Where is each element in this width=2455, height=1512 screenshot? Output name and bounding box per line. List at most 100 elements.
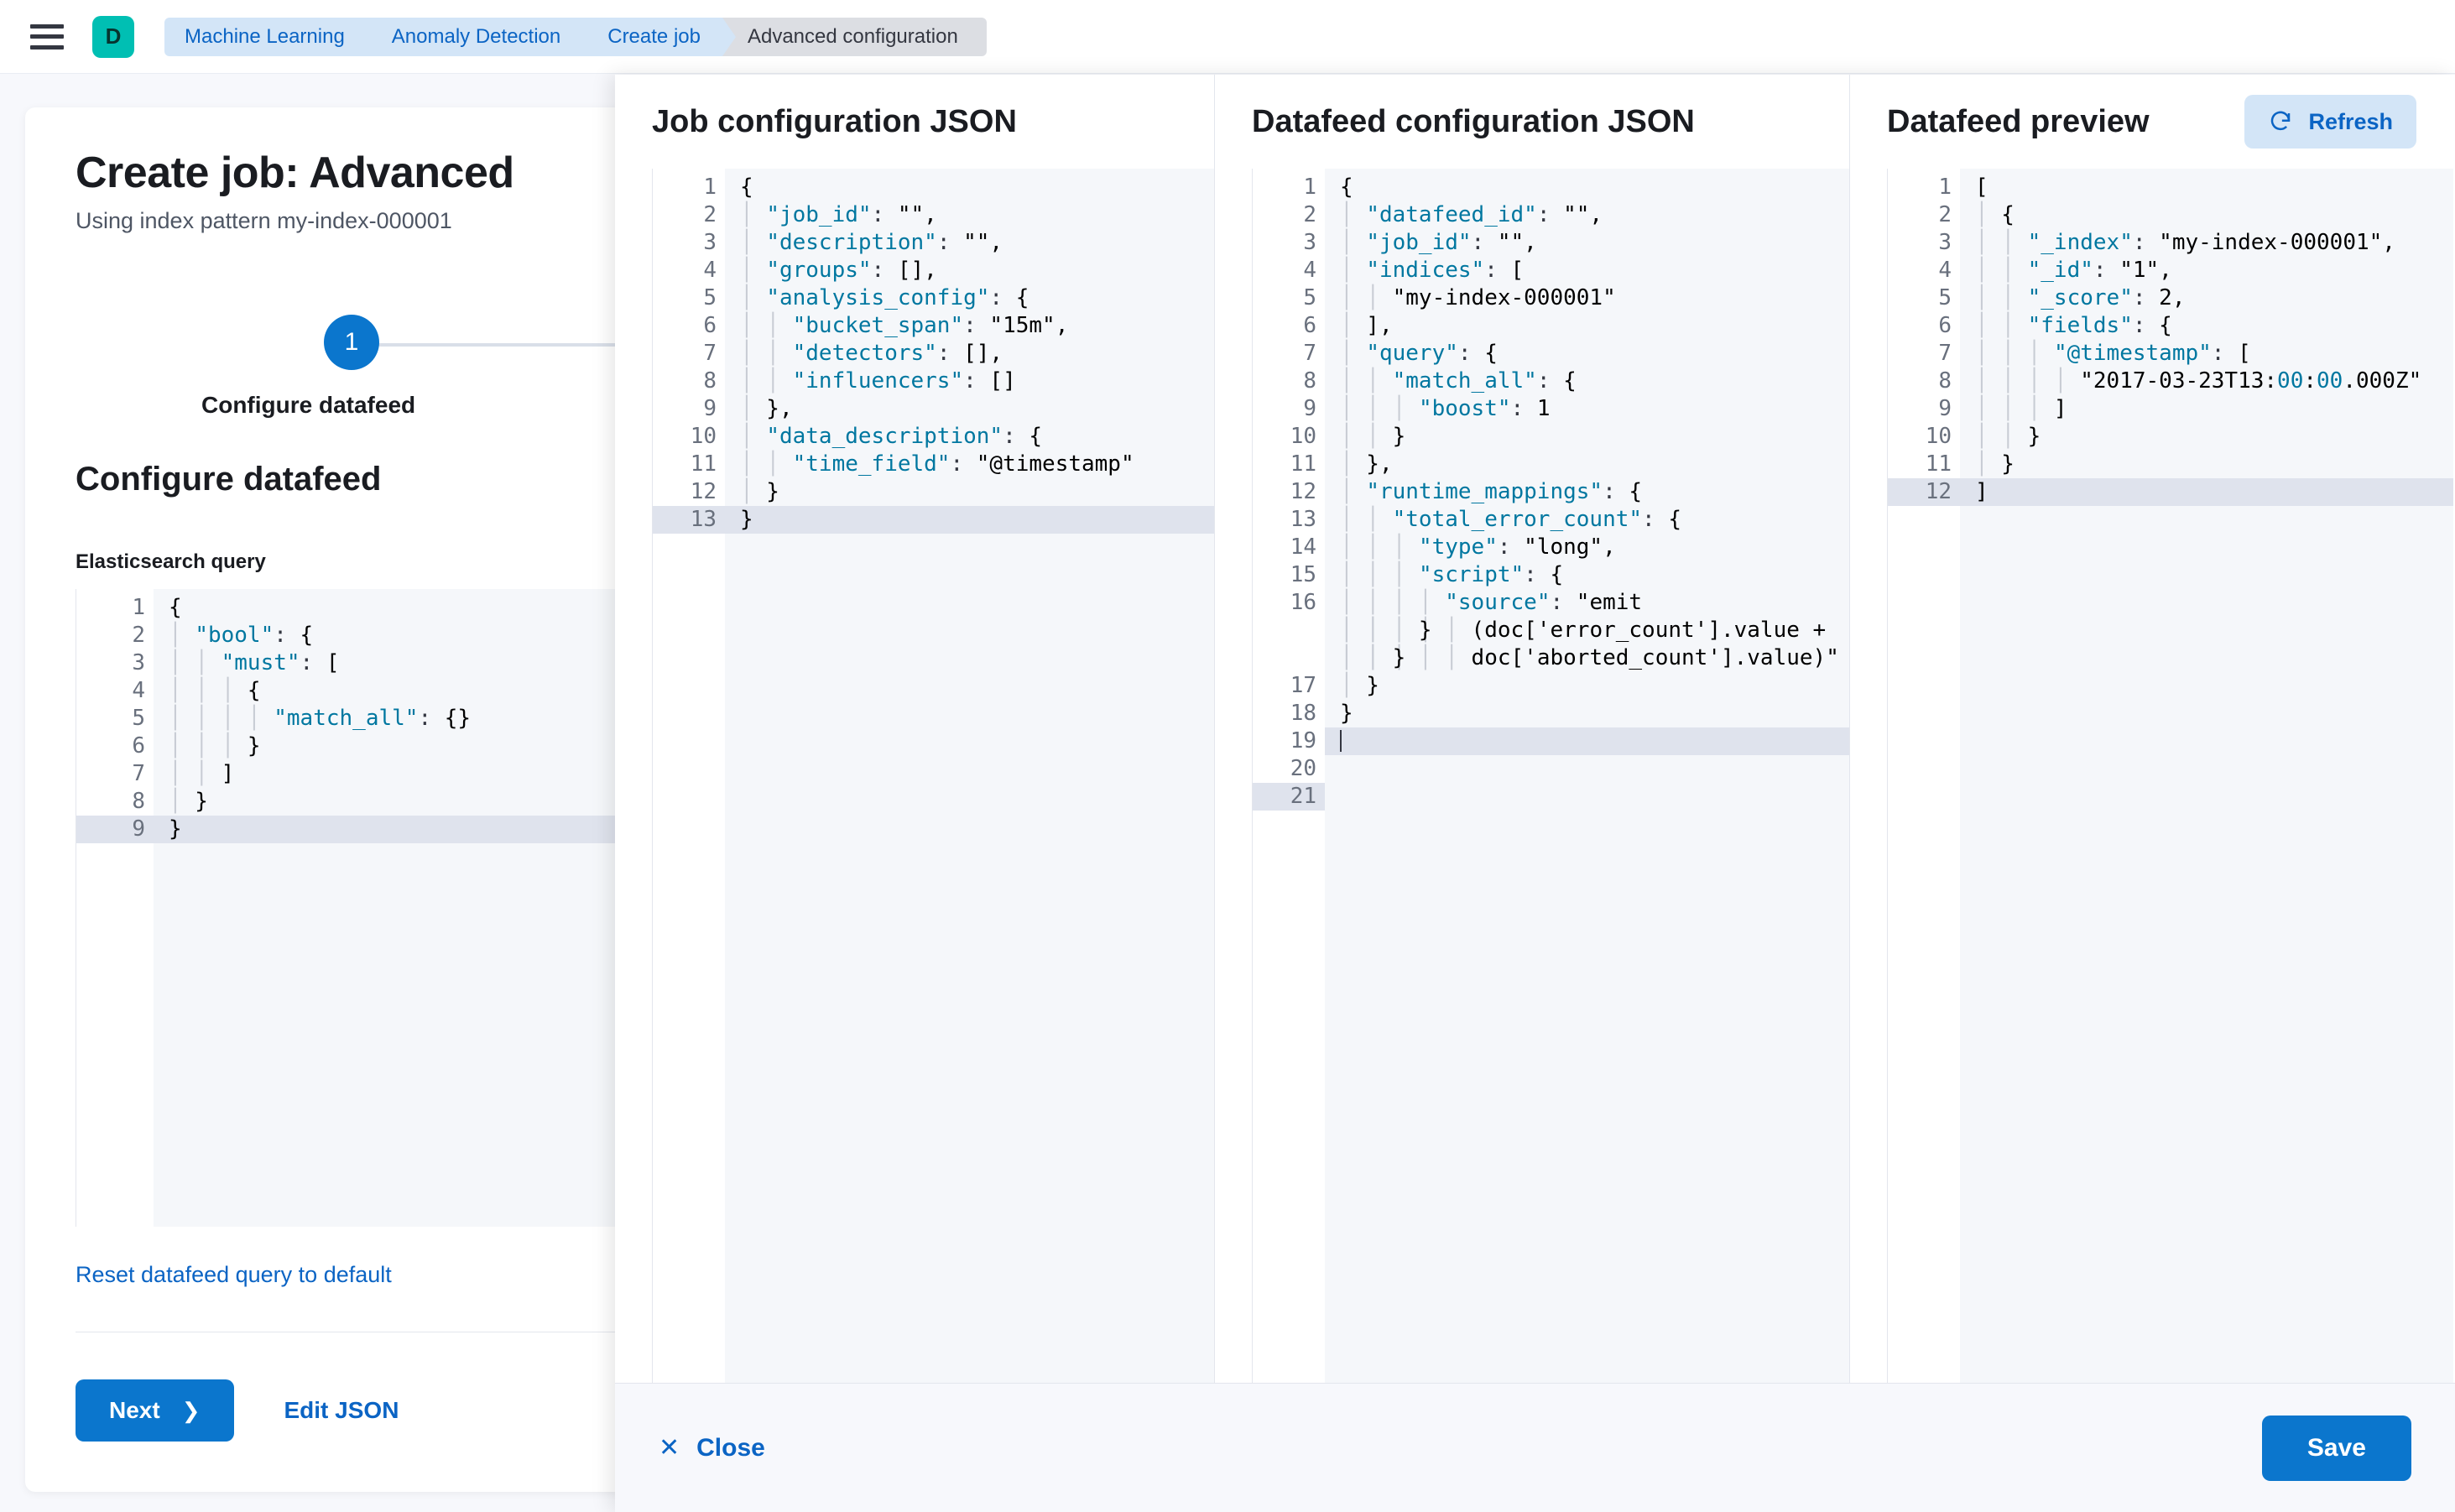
breadcrumb-item-anomaly-detection[interactable]: Anomaly Detection [366,17,597,56]
code-line: ] [1960,478,2453,506]
line-number: 20 [1290,756,1316,781]
editor-code[interactable]: {│ "job_id": "",│ "description": "",│ "g… [725,169,1214,1383]
line-number: 17 [1290,673,1316,698]
code-line: │ "bool": { [169,623,314,648]
code-line: │ }, [1340,451,1393,477]
code-line: │ │ │ "boost": 1 [1340,396,1551,421]
refresh-icon [2271,111,2291,131]
line-number: 14 [1290,534,1316,560]
line-number: 6 [1888,312,1975,340]
code-line: │ } [1975,451,2015,477]
editor-code[interactable]: {│ "datafeed_id": "",│ "job_id": "",│ "i… [1325,169,1849,1383]
line-number: 1 [1888,174,1975,201]
code-line: │ │ "bucket_span": "15m", [740,313,1069,338]
line-number: 16 [1290,590,1316,615]
line-number: 4 [1253,257,1340,284]
line-number: 6 [132,733,145,759]
next-button-label: Next [109,1397,160,1423]
code-line: │ "groups": [], [740,258,937,283]
line-number: 7 [1253,340,1340,368]
line-number: 21 [1253,783,1325,811]
code-line: │ │ "_index": "my-index-000001", [1975,230,2395,255]
code-line: │ "description": "", [740,230,1003,255]
line-number: 9 [1938,396,1952,421]
code-line: │ │ │ │ "match_all": {} [169,706,472,731]
breadcrumb-label: Machine Learning [185,24,345,48]
refresh-button[interactable]: Refresh [2244,95,2416,149]
line-number: 4 [1938,258,1952,283]
breadcrumb: Machine Learning Anomaly Detection Creat… [164,17,987,56]
line-number: 8 [132,789,145,814]
line-number: 10 [1925,424,1952,449]
code-line: │ │ } [1340,645,1406,670]
code-line: │ "query": { [1340,341,1498,366]
line-number: 2 [1303,202,1316,227]
code-line: │ │ "_score": 2, [1975,285,2186,310]
code-line: │ ], [1340,313,1393,338]
space-avatar[interactable]: D [92,15,134,58]
line-number: 9 [76,816,154,843]
page-subtitle: Using index pattern my-index-000001 [76,208,452,233]
code-line [1325,727,1849,755]
wizard-actions: Next ❯ Edit JSON [76,1379,940,1442]
code-line: │ "analysis_config": { [740,285,1029,310]
code-line: │ │ │ } [1340,618,1432,643]
breadcrumb-label: Create job [607,24,701,48]
line-number: 2 [1888,201,1975,229]
edit-json-link[interactable]: Edit JSON [284,1397,399,1423]
line-number: 4 [76,677,169,705]
line-number: 2 [703,202,717,227]
breadcrumb-item-advanced-configuration[interactable]: Advanced configuration [722,17,987,56]
line-number: 18 [1290,701,1316,726]
line-number: 2 [76,622,169,649]
stepper-step-1[interactable]: 1 [324,315,379,370]
page-title: Create job: Advanced [76,149,514,197]
editor-code[interactable]: [│ {│ │ "_index": "my-index-000001",│ │ … [1960,169,2453,1383]
code-line: │ │ "total_error_count": { [1340,507,1682,532]
line-number: 9 [1303,396,1316,421]
hamburger-menu-icon[interactable] [30,23,64,50]
code-line: │ } [1340,673,1379,698]
section-title-configure-datafeed: Configure datafeed [76,461,382,498]
reset-datafeed-query-link[interactable]: Reset datafeed query to default [76,1262,392,1287]
close-button[interactable]: ✕ Close [659,1433,765,1462]
code-line: │ │ "fields": { [1975,313,2172,338]
code-line: │ │ │ │ "2017-03-23T13:00:00.000Z" [1975,368,2422,394]
code-line: │ } [169,789,208,814]
code-line: } [725,506,1214,534]
code-line: │ }, [740,396,793,421]
code-line: │ │ "my-index-000001" [1340,285,1616,310]
line-number: 7 [703,341,717,366]
line-number: 4 [703,258,717,283]
panel-title: Datafeed configuration JSON [1252,103,1695,139]
code-line: │ │ "influencers": [] [740,368,1016,394]
code-line: │ │ │ │ "source": "emit │ │ │ │ │ (doc['… [1340,590,1839,670]
code-line: │ │ "must": [ [169,650,340,675]
breadcrumb-item-create-job[interactable]: Create job [582,17,736,56]
code-line: │ "runtime_mappings": { [1340,479,1643,504]
stepper-step-number: 1 [344,328,359,356]
breadcrumb-item-machine-learning[interactable]: Machine Learning [164,17,380,56]
close-button-label: Close [696,1433,765,1462]
code-line: } [1340,701,1353,726]
code-line: │ │ "detectors": [], [740,341,1003,366]
save-button[interactable]: Save [2261,1415,2411,1481]
code-line: │ │ } [1975,424,2041,449]
code-line: │ │ │ } [169,733,261,759]
line-number: 12 [1888,478,1960,506]
line-number: 5 [653,284,740,312]
line-number: 19 [1290,728,1316,753]
close-x-icon: ✕ [659,1434,680,1462]
code-line: │ │ │ "type": "long", [1340,534,1616,560]
refresh-button-label: Refresh [2308,108,2393,134]
next-button[interactable]: Next ❯ [76,1379,234,1442]
space-avatar-letter: D [105,23,122,49]
stepper-step-label: Configure datafeed [201,392,416,418]
